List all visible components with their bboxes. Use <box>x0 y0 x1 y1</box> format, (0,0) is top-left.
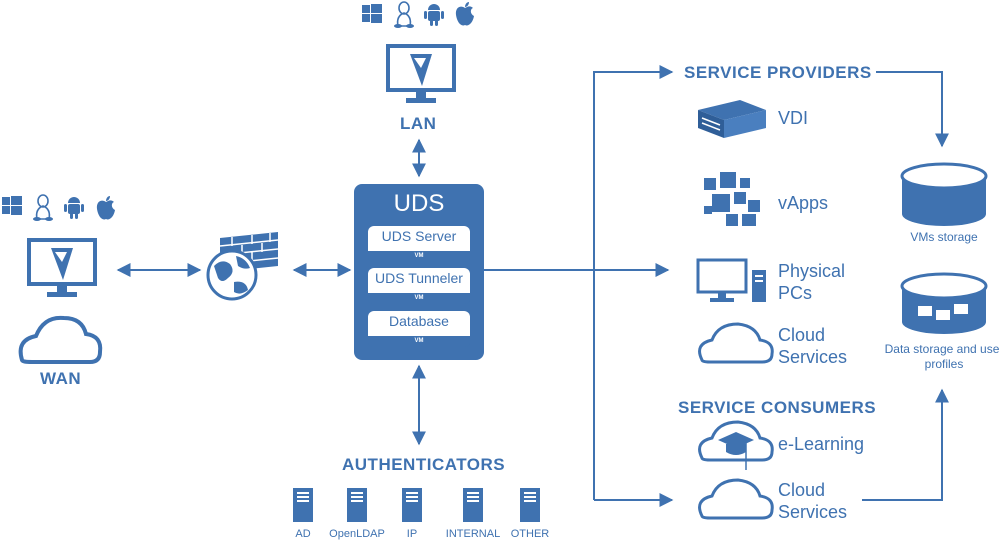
authenticators-title: AUTHENTICATORS <box>342 455 506 474</box>
provider-cloud-services: Cloud Services <box>778 325 848 367</box>
android-icon <box>424 4 444 26</box>
windows-icon <box>362 4 382 23</box>
provider-physical-pcs: Physical PCs <box>778 261 846 303</box>
lan-monitor-icon <box>386 44 456 105</box>
linux-icon <box>32 194 54 222</box>
globe-icon <box>206 249 258 301</box>
physical-pc-icon <box>696 258 766 302</box>
openldap-server-icon <box>347 488 367 522</box>
consumer-elearning: e-Learning <box>778 434 865 454</box>
vapps-icon <box>704 172 760 226</box>
service-providers-title: SERVICE PROVIDERS <box>684 63 872 82</box>
vm-tag: VM <box>368 336 470 347</box>
data-storage-label: Data storage and user profiles <box>884 342 1000 371</box>
providers-to-vms-storage <box>876 71 949 148</box>
provider-vapps: vApps <box>778 193 829 213</box>
uds-server-component: UDS Server VM <box>368 226 470 262</box>
windows-icon <box>2 196 22 215</box>
cloud-icon <box>698 478 774 520</box>
component-name: UDS Tunneler <box>375 270 463 286</box>
linux-icon <box>393 1 415 29</box>
consumer-cloud-services: Cloud Services <box>778 480 848 522</box>
vdi-icon <box>698 100 766 138</box>
elearning-icon <box>698 420 774 470</box>
other-server-icon <box>520 488 540 522</box>
vms-storage-icon <box>900 162 988 226</box>
component-name: Database <box>389 313 449 329</box>
authenticator-other: OTHER <box>510 528 550 540</box>
database-component: Database VM <box>368 311 470 347</box>
wan-label: WAN <box>40 369 82 388</box>
data-storage-icon <box>900 272 988 334</box>
vm-tag: VM <box>368 251 470 262</box>
authenticator-ip: IP <box>406 528 418 540</box>
provider-vdi: VDI <box>778 108 809 128</box>
apple-icon <box>96 196 115 220</box>
bus-to-providers <box>593 65 674 500</box>
cloud-icon <box>18 315 103 364</box>
vms-storage-label: VMs storage <box>910 230 978 244</box>
apple-icon <box>455 2 474 26</box>
ip-server-icon <box>402 488 422 522</box>
service-consumers-title: SERVICE CONSUMERS <box>678 398 877 417</box>
android-icon <box>64 197 84 219</box>
uds-tunneler-component: UDS Tunneler VM <box>368 268 470 304</box>
uds-title: UDS <box>393 190 445 217</box>
cloud-icon <box>698 322 774 364</box>
authenticator-openldap: OpenLDAP <box>329 528 385 540</box>
authenticator-ad: AD <box>295 528 311 540</box>
consumers-to-data-storage <box>862 388 949 501</box>
ad-server-icon <box>293 488 313 522</box>
internal-server-icon <box>463 488 483 522</box>
authenticator-internal: INTERNAL <box>445 528 501 540</box>
vm-tag: VM <box>368 293 470 304</box>
lan-label: LAN <box>400 114 437 133</box>
wan-monitor-icon <box>27 238 97 299</box>
component-name: UDS Server <box>381 228 457 244</box>
